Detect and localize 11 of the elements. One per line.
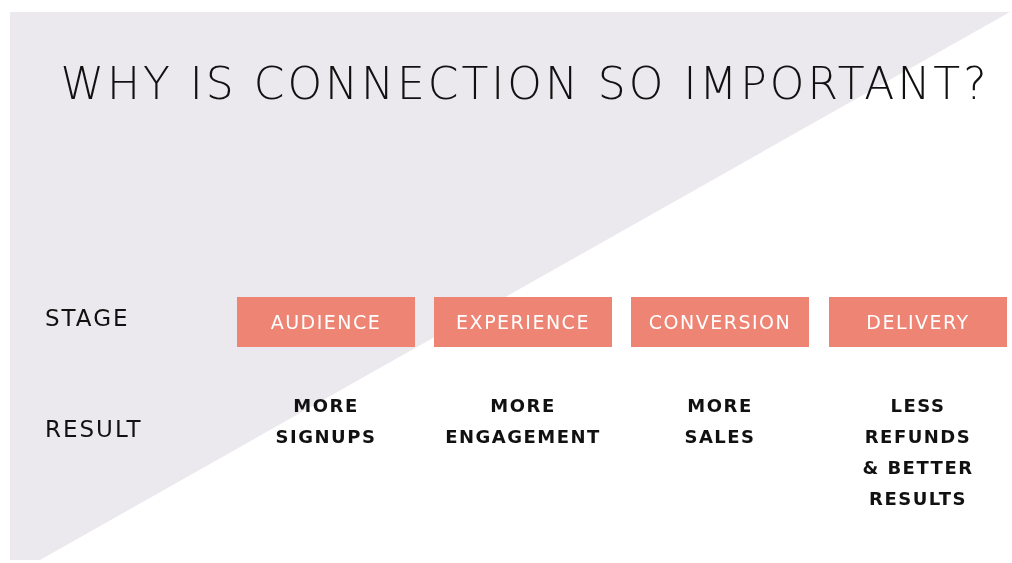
result-text: MORE SIGNUPS <box>274 394 378 449</box>
result-text: MORE ENGAGEMENT <box>444 394 602 449</box>
row-heading: STAGE <box>45 305 130 331</box>
stage-box: AUDIENCE <box>237 297 415 347</box>
row-heading: RESULT <box>45 416 143 442</box>
result-text: LESS REFUNDS & BETTER RESULTS <box>861 394 975 511</box>
stage-box: EXPERIENCE <box>434 297 612 347</box>
result-text: MORE SALES <box>683 394 757 449</box>
title: WHY IS CONNECTION SO IMPORTANT? <box>59 58 991 109</box>
stage-box: DELIVERY <box>829 297 1007 347</box>
stage-box: CONVERSION <box>631 297 809 347</box>
